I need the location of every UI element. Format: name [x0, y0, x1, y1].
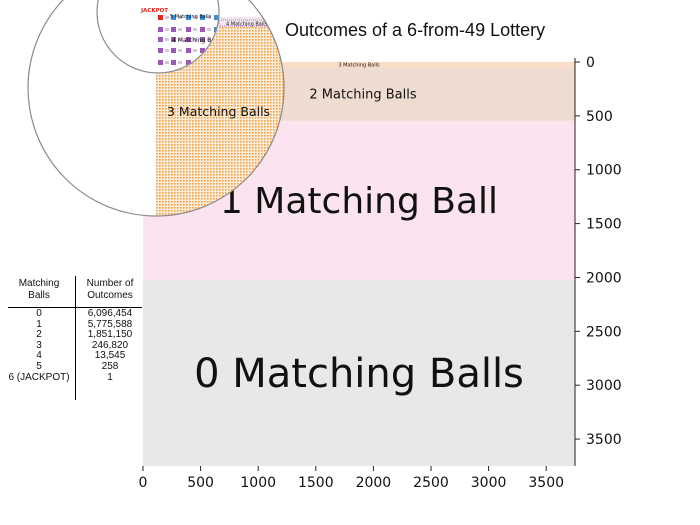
outcome-dot	[186, 48, 191, 53]
table-cell-balls: 4	[36, 350, 42, 362]
outcome-dot	[165, 16, 169, 19]
outcome-dot	[158, 15, 163, 20]
outcome-dot	[186, 37, 191, 42]
outcome-dot	[186, 27, 191, 32]
outcome-dot	[200, 37, 205, 42]
y-tick-label: 0	[586, 55, 595, 71]
outcome-dot	[171, 15, 176, 20]
table-cell-balls: 5	[36, 360, 42, 372]
outcome-dot	[193, 28, 197, 31]
x-tick-label: 3500	[528, 475, 564, 491]
y-tick-label: 3500	[586, 432, 622, 448]
outcome-dot	[214, 15, 219, 20]
y-tick-label: 1000	[586, 163, 622, 179]
outcome-dot	[178, 28, 182, 31]
y-tick-label: 2000	[586, 270, 622, 286]
table-cell-outcomes: 1,851,150	[87, 329, 133, 341]
outcome-dot	[171, 27, 176, 32]
outcome-dot	[193, 38, 197, 41]
outcome-dot	[207, 38, 211, 41]
outcome-dot	[186, 60, 191, 65]
table-cell-balls: 2	[36, 329, 42, 341]
y-tick-label: 2500	[586, 324, 622, 340]
table-cell-outcomes: 6,096,454	[87, 308, 133, 319]
outcome-dot	[171, 48, 176, 53]
table-column-divider	[75, 276, 76, 400]
chart-title: Outcomes of a 6-from-49 Lottery	[285, 20, 546, 40]
x-tick-label: 0	[139, 475, 148, 491]
table-cell-outcomes: 1	[107, 371, 113, 383]
table-cell-outcomes: 246,820	[91, 339, 129, 351]
x-tick-label: 3000	[471, 475, 507, 491]
outcome-dot	[193, 16, 197, 19]
outcome-dot	[178, 61, 182, 64]
y-tick-label: 500	[586, 109, 613, 125]
outcome-dot	[171, 60, 176, 65]
x-tick-label: 2500	[413, 475, 449, 491]
table-header-outcomes: Number of Outcomes	[86, 278, 134, 301]
outcome-dot	[186, 15, 191, 20]
outcome-dot	[158, 48, 163, 53]
four-ball-strip	[156, 17, 284, 26]
outcome-dot	[158, 27, 163, 32]
table-cell-balls: 6 (JACKPOT)	[8, 371, 70, 383]
inset-label-jackpot: JACKPOT	[140, 8, 168, 14]
table-header-balls: Matching Balls	[18, 278, 60, 301]
x-tick-label: 1000	[240, 475, 276, 491]
outcome-dot	[193, 49, 197, 52]
outcome-dot	[158, 37, 163, 42]
region-label-one: 1 Matching Ball	[220, 181, 498, 222]
inset-label-three-big: 3 Matching Balls	[167, 104, 270, 119]
outcome-dot	[158, 60, 163, 65]
outcome-dot	[207, 16, 211, 19]
outcome-dot	[207, 28, 211, 31]
table-cell-outcomes: 258	[101, 360, 119, 372]
y-tick-label: 3000	[586, 378, 622, 394]
x-tick-label: 1500	[298, 475, 334, 491]
x-tick-label: 2000	[356, 475, 392, 491]
x-tick-label: 500	[187, 475, 214, 491]
outcome-dot	[178, 38, 182, 41]
outcome-dot	[165, 38, 169, 41]
outcome-dot	[165, 49, 169, 52]
table-cell-balls: 3	[36, 339, 42, 351]
inset-label-five: 5 Matching Balls	[170, 14, 212, 20]
outcome-dot	[200, 27, 205, 32]
region-label-two: 2 Matching Balls	[309, 88, 416, 103]
inset-label-four: 4 Matching Balls	[172, 37, 221, 44]
outcome-dot	[178, 16, 182, 19]
inset-label-four-b: 4 Matching Balls	[226, 22, 268, 28]
region-zero-balls	[143, 280, 575, 466]
table-cell-outcomes: 13,545	[94, 350, 126, 362]
table-cell-balls: 1	[36, 318, 42, 330]
outcome-dot	[200, 15, 205, 20]
y-tick-label: 1500	[586, 217, 622, 233]
region-label-zero: 0 Matching Balls	[194, 351, 524, 397]
outcome-dot	[165, 61, 169, 64]
table-cell-outcomes: 5,775,588	[87, 318, 133, 330]
table-cell-balls: 0	[36, 308, 42, 319]
outcome-dot	[178, 49, 182, 52]
region-label-three: 3 Matching Balls	[338, 62, 380, 68]
outcome-dot	[200, 48, 205, 53]
region-three-balls	[143, 62, 575, 68]
outcome-dot	[165, 28, 169, 31]
outcome-dot	[171, 37, 176, 42]
